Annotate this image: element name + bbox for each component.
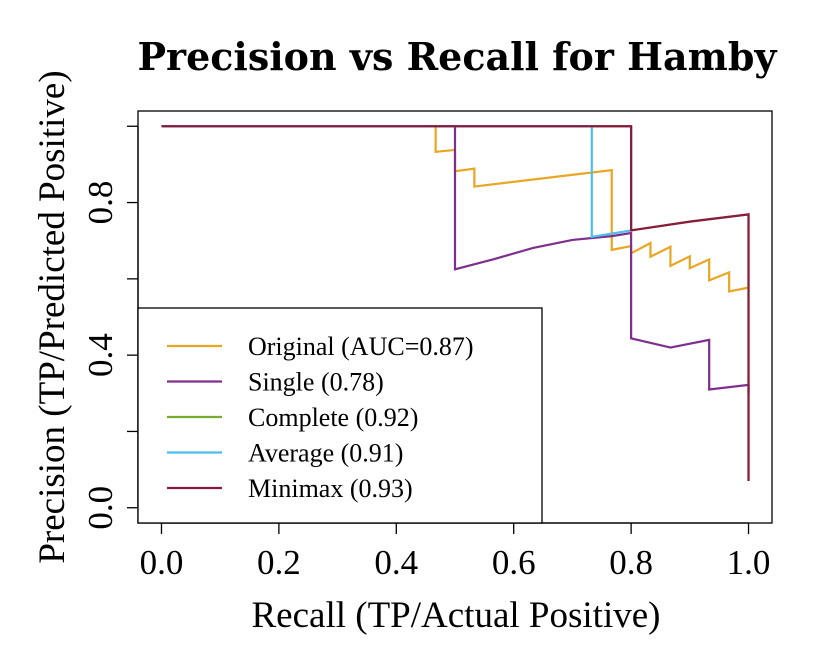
legend-item: Original (AUC=0.87)	[167, 332, 474, 361]
y-tick-label: 0.8	[81, 181, 120, 225]
legend-item: Average (0.91)	[167, 439, 403, 468]
x-tick-label: 0.4	[374, 543, 418, 582]
series-layer	[161, 125, 750, 482]
x-tick-label: 0.0	[140, 543, 184, 582]
legend-label: Original (AUC=0.87)	[248, 332, 474, 361]
series-line-minimax	[161, 125, 750, 482]
x-tick-label: 0.6	[492, 543, 536, 582]
chart-title: Precision vs Recall for Hamby	[137, 34, 777, 79]
y-axis: 0.0 0.4 0.8	[81, 125, 139, 530]
legend-label: Single (0.78)	[248, 368, 384, 397]
x-tick-label: 1.0	[727, 543, 771, 582]
x-tick-label: 0.8	[609, 543, 653, 582]
series-line-average	[161, 125, 633, 239]
x-axis: 0.0 0.2 0.4 0.6 0.8 1.0	[140, 522, 771, 582]
y-tick-label: 0.4	[81, 333, 120, 377]
legend: Original (AUC=0.87) Single (0.78) Complete…	[137, 307, 543, 524]
series-line-single	[161, 125, 750, 394]
legend-label: Minimax (0.93)	[248, 474, 413, 503]
legend-item: Complete (0.92)	[167, 403, 418, 432]
y-axis-label: Precision (TP/Predicted Positive)	[32, 70, 73, 563]
legend-item: Minimax (0.93)	[167, 474, 413, 503]
x-tick-label: 0.2	[257, 543, 301, 582]
legend-label: Average (0.91)	[248, 439, 403, 468]
legend-label: Complete (0.92)	[248, 403, 418, 432]
y-tick-label: 0.0	[81, 486, 120, 530]
legend-item: Single (0.78)	[167, 368, 384, 397]
x-axis-label: Recall (TP/Actual Positive)	[252, 595, 661, 636]
